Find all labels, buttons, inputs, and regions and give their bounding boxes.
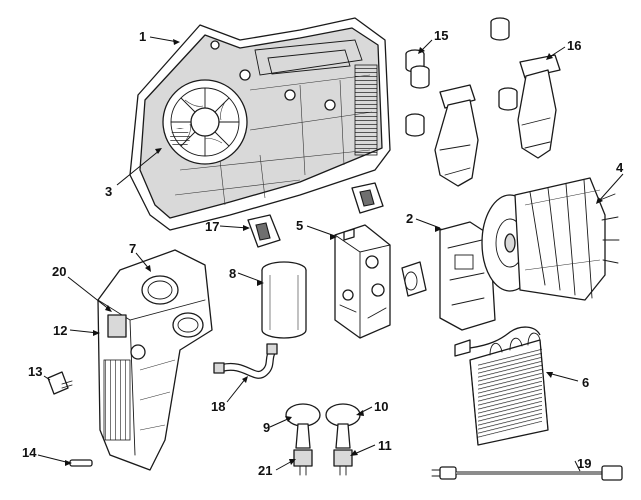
connecting-hose [213,343,278,379]
callout-11: 11 [378,438,392,453]
motor-brackets [434,54,561,187]
gauges [285,403,361,476]
callout-6: 6 [582,375,589,390]
callout-16: 16 [567,38,581,53]
power-cord [431,465,623,481]
callout-17: 17 [205,219,219,234]
callout-19: 19 [577,456,591,471]
heat-exchanger [454,326,549,446]
pin [69,459,93,467]
pressure-switch [47,371,73,395]
callout-9: 9 [263,420,270,435]
callout-3: 3 [105,184,112,199]
lower-housing [97,249,213,471]
upper-housing [129,17,391,231]
callout-2: 2 [406,211,413,226]
mounting-bracket [401,221,496,331]
callout-21: 21 [258,463,272,478]
motor [481,177,620,301]
callout-7: 7 [129,241,136,256]
callout-12: 12 [53,323,67,338]
leader-lines [37,36,624,472]
callout-14: 14 [22,445,37,460]
callout-18: 18 [211,399,225,414]
callout-4: 4 [616,160,624,175]
callout-1: 1 [139,29,146,44]
callout-8: 8 [229,266,236,281]
callout-20: 20 [52,264,66,279]
filter-canister [261,261,307,339]
callout-labels: 1 2 3 4 5 6 7 8 9 10 11 12 13 14 15 16 1… [22,28,624,478]
callout-5: 5 [296,218,303,233]
callout-13: 13 [28,364,42,379]
cooling-fan [162,79,248,165]
grommets [405,17,518,137]
valve-block [334,224,391,339]
callout-10: 10 [374,399,388,414]
mount-blocks [247,182,384,248]
callout-15: 15 [434,28,448,43]
